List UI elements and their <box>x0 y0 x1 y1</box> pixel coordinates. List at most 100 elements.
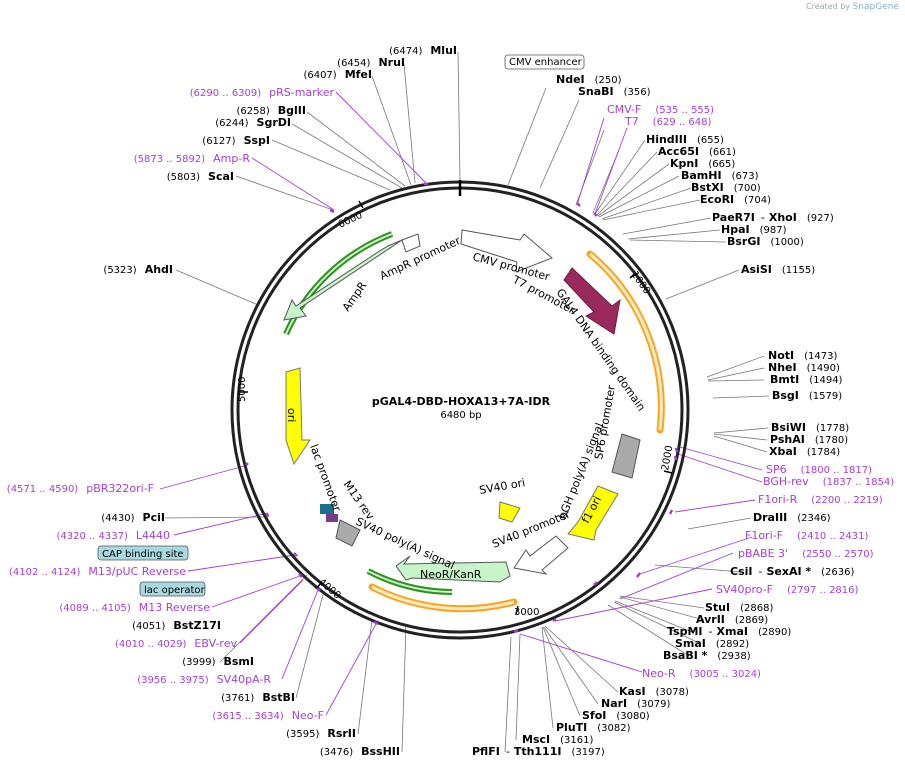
gal4-dbd-arrow <box>563 267 621 335</box>
primer-marks <box>245 182 679 634</box>
left-site-17: (3999)BsmI <box>182 655 254 668</box>
right-site-8: BstXI(700) <box>691 181 761 194</box>
tick-5000: 5000 <box>237 377 248 402</box>
sp6-bgh-feature <box>611 433 641 479</box>
right-site-34: Neo-R(3005 .. 3024) <box>642 667 761 680</box>
ampr-promoter-label: AmpR promoter <box>378 234 463 283</box>
right-site-9: EcoRI(704) <box>700 193 771 206</box>
primer-label: SP6(1800 .. 1817) <box>766 463 872 476</box>
left-site-2: (6407)MfeI <box>303 68 372 81</box>
sv40-ori-box <box>498 501 521 523</box>
left-site-labels: (6474)MluI(6454)NruI(6407)MfeI (6290 .. 6… <box>7 44 457 758</box>
right-site-31: TspMI-XmaI(2890) <box>667 625 791 638</box>
enzyme-label: (6454)NruI <box>337 56 405 69</box>
primer-label: (3956 .. 3975)SV40pA-R <box>137 673 271 686</box>
enzyme-label: KpnI(665) <box>670 157 735 170</box>
left-site-9: (5323)AhdI <box>103 263 173 276</box>
enzyme-label: BsaBI *(2938) <box>663 649 751 662</box>
enzyme-label: CsiI-SexAI *(2636) <box>730 565 854 578</box>
right-site-3: T7(629 .. 648) <box>624 115 712 128</box>
enzyme-label: (3595)RsrII <box>286 727 356 740</box>
sv40-ori-label: SV40 ori <box>478 476 526 497</box>
primer-label: BGH-rev(1837 .. 1854) <box>763 475 894 488</box>
plasmid-length: 6480 bp <box>440 410 481 421</box>
primer-label: (6290 .. 6309)pRS-marker <box>190 86 335 99</box>
enzyme-label: (6127)SspI <box>202 134 270 147</box>
enzyme-label: SmaI(2892) <box>675 637 749 650</box>
left-site-5: (6244)SgrDI <box>215 116 291 129</box>
enzyme-label: XbaI(1784) <box>769 445 840 458</box>
sv40-promoter-arrow <box>513 535 569 575</box>
right-site-18: BsiWI(1778) <box>771 421 849 434</box>
cmv-enhancer-label: CMV enhancer <box>509 57 583 68</box>
m13-rev-mark <box>326 514 338 522</box>
enzyme-label: HpaI(987) <box>721 223 787 236</box>
f1-ori-arrow <box>567 485 619 541</box>
left-site-7: (5873 .. 5892)Amp-R <box>134 152 251 165</box>
right-site-35: KasI(3078) <box>619 685 689 698</box>
right-site-12: BsrGI(1000) <box>727 235 804 248</box>
enzyme-label: EcoRI(704) <box>700 193 771 206</box>
enzyme-label: TspMI-XmaI(2890) <box>667 625 791 638</box>
right-site-17: BsgI(1579) <box>772 389 842 402</box>
primer-label: (3615 .. 3634)Neo-F <box>212 709 324 722</box>
lac-operator-label: lac operator <box>144 585 205 596</box>
neor-kanr-arrow <box>395 555 511 583</box>
primer-label: (4571 .. 4590)pBR322ori-F <box>7 482 154 495</box>
enzyme-label: BstXI(700) <box>691 181 761 194</box>
right-site-32: SmaI(2892) <box>675 637 749 650</box>
cap-binding-box <box>97 545 189 561</box>
enzyme-label: (3999)BsmI <box>182 655 254 668</box>
sv40-polya-feature <box>335 519 361 547</box>
enzyme-label: NheI(1490) <box>768 361 840 374</box>
right-site-6: KpnI(665) <box>670 157 735 170</box>
ampr-green-arc <box>283 231 394 336</box>
right-site-20: XbaI(1784) <box>769 445 840 458</box>
left-site-0: (6474)MluI <box>389 44 457 57</box>
neor-label: NeoR/KanR <box>420 568 482 581</box>
enzyme-label: SfoI(3080) <box>582 709 650 722</box>
left-site-20: (3615 .. 3634)Neo-F <box>212 709 324 722</box>
cmv-promoter-arrow <box>460 229 553 273</box>
right-site-38: PluTI(3082) <box>556 721 631 734</box>
neo-green-arc-inner <box>367 570 453 593</box>
primer-label: (4010 .. 4029)EBV-rev <box>115 637 237 650</box>
primer-label: (4320 .. 4337)L4440 <box>56 529 170 542</box>
right-site-39: MscI(3161) <box>522 733 593 746</box>
enzyme-label: NotI(1473) <box>768 349 837 362</box>
left-site-11: (4430)PciI <box>101 511 165 524</box>
enzyme-label: PshAI(1780) <box>770 433 848 446</box>
tick-6000: 6000 <box>337 210 365 231</box>
primer-label: Neo-R(3005 .. 3024) <box>642 667 761 680</box>
enzyme-label: (6258)BglII <box>237 104 306 117</box>
right-site-28: SV40pro-F(2797 .. 2816) <box>716 583 859 596</box>
right-site-33: BsaBI *(2938) <box>663 649 751 662</box>
enzyme-label: (3761)BstBI <box>221 691 295 704</box>
right-site-5: Acc65I(661) <box>658 145 736 158</box>
right-site-21: SP6(1800 .. 1817) <box>766 463 872 476</box>
primer-label: (4089 .. 4105)M13 Reverse <box>59 601 210 614</box>
enzyme-label: KasI(3078) <box>619 685 689 698</box>
cmv-enhancer-arc-inner <box>589 252 663 431</box>
enzyme-label: (4051)BstZ17I <box>132 619 221 632</box>
enzyme-label: (6407)MfeI <box>303 68 372 81</box>
neo-orange-arc-inner <box>371 585 515 611</box>
left-site-13: (4102 .. 4124)M13/pUC Reverse <box>9 565 186 578</box>
left-site-19: (3761)BstBI <box>221 691 295 704</box>
left-site-22: (3476)BssHII <box>320 745 400 758</box>
right-site-29: StuI(2868) <box>705 601 773 614</box>
enzyme-label: BsiWI(1778) <box>771 421 849 434</box>
left-site-3: (6290 .. 6309)pRS-marker <box>190 86 335 99</box>
cmv-enhancer-box <box>504 54 585 70</box>
right-site-4: HindIII(655) <box>646 133 724 146</box>
right-site-1: SnaBI(356) <box>578 85 651 98</box>
right-site-27: CsiI-SexAI *(2636) <box>730 565 854 578</box>
right-site-13: AsiSI(1155) <box>741 263 815 276</box>
ampr-green-arc-inner <box>285 233 393 335</box>
lac-operator-mark <box>320 504 334 514</box>
right-site-26: pBABE 3'(2550 .. 2570) <box>738 547 874 560</box>
enzyme-label: Acc65I(661) <box>658 145 736 158</box>
enzyme-label: (5803)ScaI <box>167 170 234 183</box>
left-site-15: (4051)BstZ17I <box>132 619 221 632</box>
